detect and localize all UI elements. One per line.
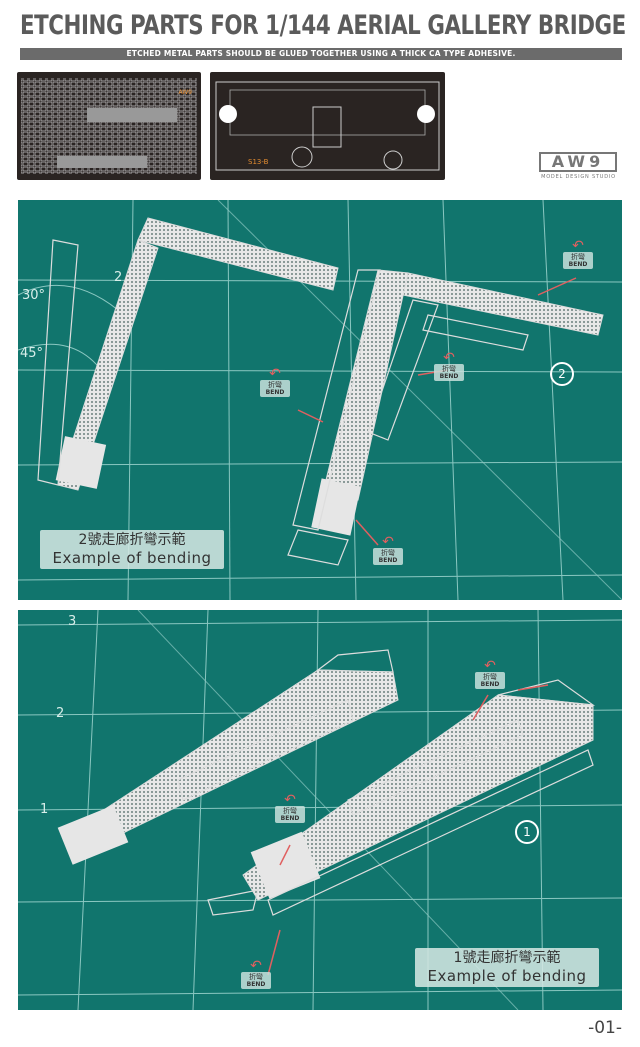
part-number-circle: 2 <box>550 362 574 386</box>
bend-arrow-icon: ↶ <box>284 792 296 808</box>
ruler-mark: 2 <box>114 270 123 285</box>
caption-box: 2號走廊折彎示範 Example of bending <box>40 530 224 569</box>
fret-code: S13-B <box>248 158 269 166</box>
caption-zh: 1號走廊折彎示範 <box>453 950 561 966</box>
ruler-mark: 2 <box>56 706 65 721</box>
part-number-circle: 1 <box>515 820 539 844</box>
etched-fret-right: S13-B <box>210 72 445 180</box>
bend-arrow-icon: ↶ <box>250 958 262 974</box>
etched-fret-left: AW9 <box>17 72 201 180</box>
logo-mark: AW9 <box>539 152 617 172</box>
caption-en: Example of bending <box>52 549 212 567</box>
adhesive-note: ETCHED METAL PARTS SHOULD BE GLUED TOGET… <box>20 48 622 60</box>
bend-arrow-icon: ↶ <box>269 366 281 382</box>
caption-box: 1號走廊折彎示範 Example of bending <box>415 948 599 987</box>
bend-arrow-icon: ↶ <box>484 658 496 674</box>
logo-subtitle: MODEL DESIGN STUDIO <box>541 174 616 180</box>
svg-text:AW9: AW9 <box>178 89 192 96</box>
ruler-mark: 3 <box>68 614 77 629</box>
ruler-mark: 30° <box>22 288 46 303</box>
bend-arrow-icon: ↶ <box>443 350 455 366</box>
ruler-mark: 45° <box>20 346 44 361</box>
caption-en: Example of bending <box>427 967 587 985</box>
page-title: ETCHING PARTS FOR 1/144 AERIAL GALLERY B… <box>20 10 626 41</box>
caption-zh: 2號走廊折彎示範 <box>78 532 186 548</box>
bend-arrow-icon: ↶ <box>572 238 584 254</box>
ruler-mark: 1 <box>40 802 49 817</box>
aw9-logo: AW9 MODEL DESIGN STUDIO <box>535 152 622 182</box>
bend-arrow-icon: ↶ <box>382 534 394 550</box>
page-number: -01- <box>588 1018 622 1038</box>
